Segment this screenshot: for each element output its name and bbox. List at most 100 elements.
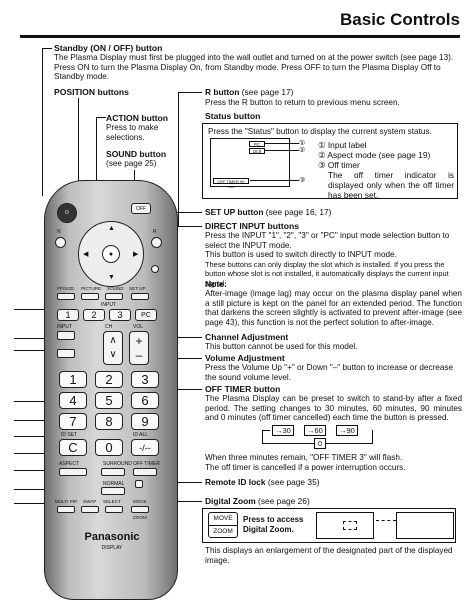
offtimer-step-60: →60 <box>304 425 326 436</box>
ch-label: CH <box>105 324 113 330</box>
key-9[interactable]: 9 <box>131 413 159 430</box>
zoom-key: MOVE ZOOM <box>208 512 238 538</box>
surround-label: SURROUND <box>103 461 132 467</box>
input-3-button[interactable]: 3 <box>109 309 131 321</box>
direct-note-heading: Note: <box>205 279 227 289</box>
zoom-ref: (see page 26) <box>255 496 310 506</box>
status-item-timer: ③ Off timer <box>318 160 360 170</box>
remote-control: ⏻ OFF N R ● ▲ ▼ ◀ ▶ FP/SIZE PICTURE SOUN… <box>44 180 178 600</box>
fpsize-button[interactable] <box>57 293 75 300</box>
direct-note: After-image (image lag) may occur on the… <box>205 289 462 327</box>
offtimer-step-30: →30 <box>272 425 294 436</box>
status-button[interactable] <box>151 265 159 273</box>
setup-heading: SET UP button <box>205 207 264 217</box>
zoom-box <box>202 508 456 543</box>
header-rule <box>20 35 460 38</box>
remote-id-button[interactable] <box>135 480 143 488</box>
offtimer-after2: The off timer is cancelled if a power in… <box>205 463 406 472</box>
input-label: INPUT <box>57 324 72 330</box>
picture-label: PICTURE <box>81 286 102 291</box>
idall-label: ID ALL <box>133 432 149 438</box>
move-button[interactable] <box>131 506 149 513</box>
offtimer-button[interactable] <box>133 468 157 476</box>
direct-p1: Press the INPUT "1", "2", "3" or "PC" in… <box>205 231 450 250</box>
key-7[interactable]: 7 <box>59 413 87 430</box>
swap-label: SWAP <box>83 499 97 504</box>
zoom-key-move: MOVE <box>209 513 237 526</box>
swap-button[interactable] <box>81 506 99 513</box>
status-screen-timer: OFF TIMER 90 min <box>213 178 249 189</box>
zoom-box-title: Press to access Digital Zoom. <box>243 515 304 534</box>
surround-button[interactable] <box>101 468 125 476</box>
sound-body: (see page 25) <box>106 159 157 168</box>
status-body: Press the "Status" button to display the… <box>208 127 432 136</box>
action-body: Press to make selections. <box>106 123 159 142</box>
direct-p2: This button is used to switch directly t… <box>205 250 397 259</box>
zoom-body: This displays an enlargement of the desi… <box>205 546 453 565</box>
position-heading: POSITION buttons <box>54 87 129 97</box>
key-2[interactable]: 2 <box>95 371 123 388</box>
direct-heading: DIRECT INPUT buttons <box>205 221 300 231</box>
key-5[interactable]: 5 <box>95 392 123 409</box>
r-label: R <box>153 229 157 235</box>
key-0[interactable]: 0 <box>95 439 123 456</box>
input-group-label: INPUT <box>101 302 116 308</box>
power-button[interactable]: ⏻ <box>57 203 77 223</box>
volume-down-icon: – <box>135 348 143 362</box>
channel-rocker[interactable]: ∧ ∨ <box>103 331 123 365</box>
key-8[interactable]: 8 <box>95 413 123 430</box>
zoom-screen-enlarged <box>396 512 454 539</box>
input-button[interactable] <box>57 331 75 340</box>
offtimer-step-90: →90 <box>336 425 358 436</box>
picture-button[interactable] <box>81 293 99 300</box>
offtimer-heading: OFF TIMER button <box>205 384 281 394</box>
volume-heading: Volume Adjustment <box>205 353 285 363</box>
off-button[interactable]: OFF <box>131 203 151 214</box>
status-note: The off timer indicator is displayed onl… <box>328 170 454 200</box>
r-button[interactable] <box>151 237 162 248</box>
fpsize-label: FP/SIZE <box>57 286 75 291</box>
multipip-label: MULTI PIP <box>55 499 78 504</box>
key-4[interactable]: 4 <box>59 392 87 409</box>
setup-label: SET UP <box>129 286 146 291</box>
status-heading: Status button <box>205 111 261 121</box>
brand-sub: DISPLAY <box>101 545 123 551</box>
status-item-aspect: ② Aspect mode (see page 19) <box>318 150 431 160</box>
standby-body: The Plasma Display must first be plugged… <box>54 53 454 82</box>
input-2-button[interactable]: 2 <box>83 309 105 321</box>
key-dash[interactable]: -/-- <box>131 439 159 456</box>
select-label: SELECT <box>103 499 121 504</box>
position-pad[interactable]: ● ▲ ▼ ◀ ▶ <box>78 221 144 287</box>
zoom-key-zoom: ZOOM <box>213 528 233 535</box>
zoom-label: ZOOM <box>133 515 147 520</box>
multipip-button[interactable] <box>57 506 75 513</box>
key-3[interactable]: 3 <box>131 371 159 388</box>
setup-ref: (see page 16, 17) <box>263 207 332 217</box>
status-callout-3: ③ <box>299 177 306 184</box>
key-c[interactable]: C <box>59 439 87 456</box>
key-6[interactable]: 6 <box>131 392 159 409</box>
n-button[interactable] <box>55 237 66 248</box>
remoteid-ref: (see page 35) <box>265 477 320 487</box>
move-label: MOVE <box>133 499 147 504</box>
select-button[interactable] <box>105 506 123 513</box>
mute-button[interactable] <box>57 349 75 358</box>
input-pc-button[interactable]: PC <box>135 309 157 321</box>
setup-button[interactable] <box>131 293 149 300</box>
channel-body: This button cannot be used for this mode… <box>205 342 358 351</box>
normal-label: NORMAL <box>103 481 125 487</box>
key-1[interactable]: 1 <box>59 371 87 388</box>
standby-heading: Standby (ON / OFF) button <box>54 43 163 53</box>
offtimer-sequence: →30 →60 →90 0 <box>262 424 392 450</box>
volume-rocker[interactable]: + – <box>129 331 149 365</box>
up-arrow-icon: ▲ <box>108 225 115 232</box>
down-arrow-icon: ▼ <box>108 274 115 281</box>
aspect-button[interactable] <box>59 468 87 476</box>
normal-button[interactable] <box>101 487 125 495</box>
action-button[interactable]: ● <box>102 245 120 263</box>
status-item-input: ① Input label <box>318 140 367 150</box>
channel-down-icon: ∨ <box>109 349 117 360</box>
page-title: Basic Controls <box>340 10 460 29</box>
input-1-button[interactable]: 1 <box>57 309 79 321</box>
sound-button[interactable] <box>105 293 123 300</box>
